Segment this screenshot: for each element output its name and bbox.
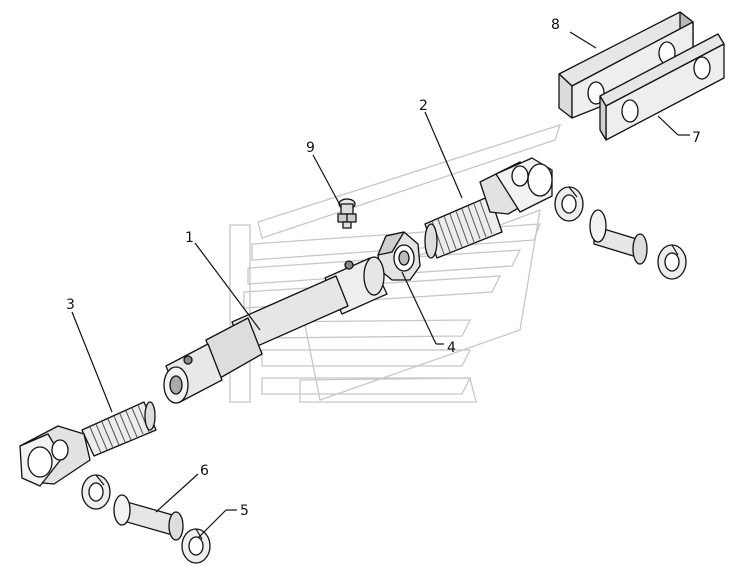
callout-2: 2 — [419, 98, 428, 114]
callout-labels: 1 2 3 4 5 6 7 8 9 — [66, 17, 701, 519]
callout-8: 8 — [551, 17, 560, 33]
plate-part-7 — [599, 33, 725, 141]
leader-lines — [71, 31, 690, 539]
callout-5: 5 — [240, 503, 249, 519]
clevis-rod-part-2 — [424, 157, 553, 259]
callout-3: 3 — [66, 297, 75, 313]
grease-fitting-part-9 — [337, 198, 357, 229]
callout-1: 1 — [185, 230, 194, 246]
callout-4: 4 — [447, 340, 456, 356]
tube-body-part-1 — [163, 256, 388, 404]
circlip-upper-left — [554, 186, 584, 222]
callout-9: 9 — [306, 140, 315, 156]
circlip-lower-left — [81, 474, 111, 510]
pin-lower-part-6 — [113, 494, 184, 541]
clevis-rod-part-3 — [19, 401, 157, 487]
callout-6: 6 — [200, 463, 209, 479]
circlip-upper-right — [657, 244, 687, 280]
hex-nut-part-4 — [377, 231, 421, 281]
pin-upper — [589, 209, 648, 265]
callout-7: 7 — [692, 130, 701, 146]
circlip-lower-part-5 — [181, 528, 211, 564]
